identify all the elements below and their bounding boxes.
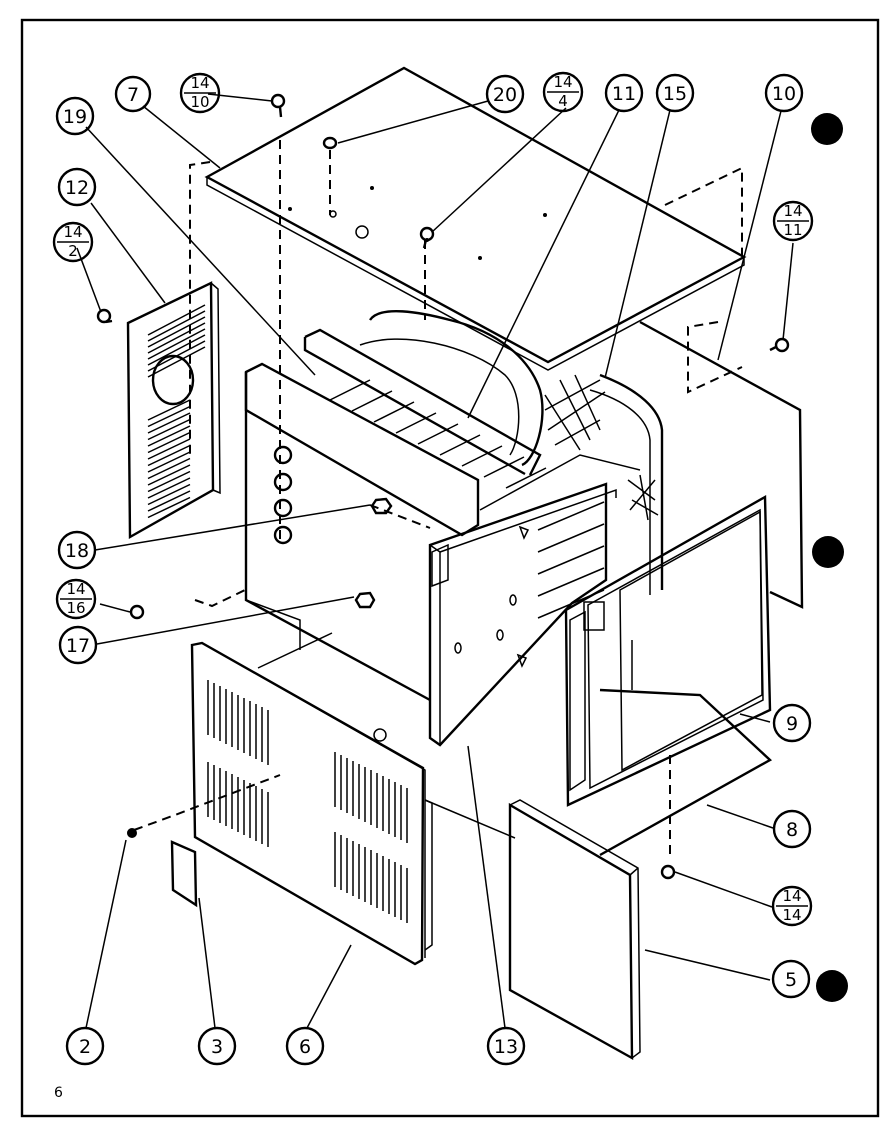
cabinet-body (244, 310, 664, 702)
fraction-callout-14-16: 14 16 (55, 578, 97, 620)
screw-14-4 (419, 226, 435, 249)
callout-20: 20 (485, 74, 525, 114)
rear-side-panel (639, 320, 804, 609)
screw-14-10 (270, 93, 286, 118)
page-number: 6 (54, 1085, 63, 1101)
alignment-line-14-16 (194, 589, 246, 608)
callout-11: 11 (604, 73, 644, 113)
callout-2: 2 (65, 1026, 105, 1066)
fraction-callout-14-11: 14 11 (772, 200, 814, 242)
callout-17: 17 (58, 625, 98, 665)
svg-text:8: 8 (786, 819, 798, 841)
alignment-line-right-mid (687, 321, 743, 394)
top-cover-part (204, 66, 747, 371)
callout-15: 15 (655, 73, 695, 113)
svg-text:20: 20 (493, 84, 517, 106)
callout-19: 19 (55, 96, 95, 136)
screw-14-2 (96, 308, 113, 324)
svg-text:18: 18 (65, 540, 89, 562)
grommet-20 (322, 136, 338, 150)
screw-14-11 (769, 337, 790, 353)
svg-text:3: 3 (211, 1036, 223, 1058)
svg-text:4: 4 (558, 92, 568, 110)
svg-text:14: 14 (63, 223, 82, 241)
callout-6: 6 (285, 1026, 325, 1066)
front-grille-part (190, 641, 433, 966)
svg-text:13: 13 (494, 1036, 518, 1058)
connector-line-2 (424, 799, 516, 839)
svg-text:11: 11 (612, 83, 636, 105)
registration-mark-middle (812, 536, 844, 568)
access-cover-part (170, 840, 198, 908)
connector-line-1 (257, 632, 333, 669)
svg-text:14: 14 (782, 906, 801, 924)
svg-text:2: 2 (68, 242, 78, 260)
callout-10: 10 (764, 73, 804, 113)
partition-panel-part (428, 482, 617, 747)
svg-text:7: 7 (127, 84, 139, 106)
svg-text:10: 10 (190, 93, 209, 111)
alignment-line-right-top (664, 166, 743, 258)
svg-text:19: 19 (63, 106, 87, 128)
callout-7: 7 (114, 75, 152, 113)
alignment-line-18 (369, 504, 431, 529)
callout-3: 3 (197, 1026, 237, 1066)
svg-text:14: 14 (783, 202, 802, 220)
fraction-callout-14-2: 14 2 (52, 221, 94, 263)
registration-mark-top (811, 113, 843, 145)
callout-8: 8 (772, 809, 812, 849)
nut-18 (370, 497, 393, 515)
side-grille-part (126, 281, 221, 540)
fraction-callout-14-4: 14 4 (542, 71, 584, 113)
base-pan-part (599, 640, 773, 857)
plug-2 (127, 828, 137, 838)
svg-text:10: 10 (772, 83, 796, 105)
fraction-callout-14-14: 14 14 (771, 885, 813, 927)
callout-13: 13 (486, 1026, 526, 1066)
svg-text:14: 14 (190, 74, 209, 92)
page-border (20, 18, 880, 1118)
callout-5: 5 (771, 959, 811, 999)
svg-text:14: 14 (66, 580, 85, 598)
svg-text:16: 16 (66, 599, 85, 617)
filter-frame-part (564, 494, 772, 807)
registration-mark-bottom (816, 970, 848, 1002)
fraction-callout-14-10: 14 10 (179, 72, 221, 114)
svg-text:11: 11 (783, 221, 802, 239)
svg-text:17: 17 (66, 635, 90, 657)
svg-text:15: 15 (663, 83, 687, 105)
screw-14-16 (129, 604, 145, 620)
alignment-line-left (189, 161, 211, 455)
callout-9: 9 (772, 703, 812, 743)
screw-14-14 (660, 864, 676, 880)
svg-text:2: 2 (79, 1036, 91, 1058)
svg-text:5: 5 (785, 969, 797, 991)
alignment-line-2 (133, 774, 281, 831)
side-panel-part (508, 799, 641, 1061)
callout-12: 12 (57, 167, 97, 207)
svg-text:9: 9 (786, 713, 798, 735)
svg-text:14: 14 (553, 73, 572, 91)
leader-lines (76, 93, 794, 1029)
callout-18: 18 (57, 530, 97, 570)
nut-17 (354, 591, 376, 609)
svg-text:14: 14 (782, 887, 801, 905)
svg-text:6: 6 (299, 1036, 311, 1058)
svg-text:12: 12 (65, 177, 89, 199)
